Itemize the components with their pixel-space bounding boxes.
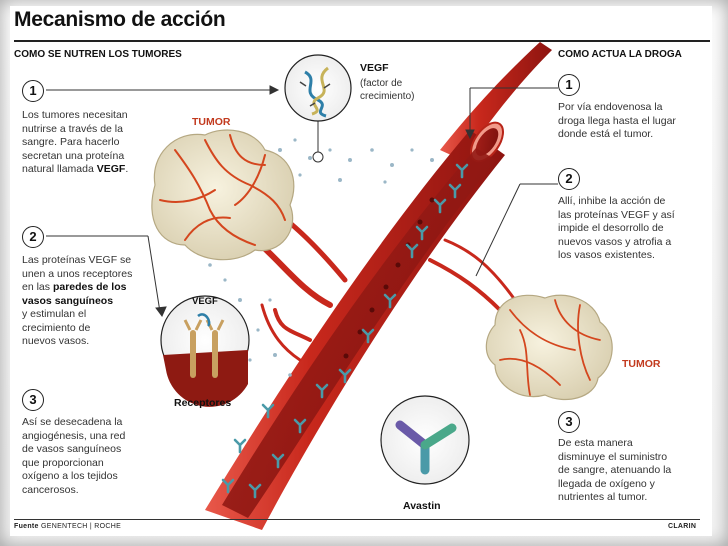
right-section-heading: COMO ACTUA LA DROGA: [558, 49, 682, 60]
right-step-2-number: 2: [558, 168, 580, 190]
left-step-1-text: Los tumores necesitan nutrirse a través …: [22, 109, 129, 175]
footer-source: Fuente GENENTECH | ROCHE: [14, 523, 122, 530]
left-step-1-number: 1: [22, 80, 44, 102]
tumor-left-label: TUMOR: [192, 116, 231, 128]
footer-rule: [14, 519, 700, 520]
right-step-3-number: 3: [558, 411, 580, 433]
receptores-label: Receptores: [174, 397, 232, 409]
avastin-label: Avastin: [403, 500, 441, 512]
footer-brand: CLARIN: [668, 523, 697, 530]
left-step-3-number: 3: [22, 389, 44, 411]
left-step-3-text: Así se desecadena la angiogénesis, una r…: [22, 416, 126, 496]
vegf-molecule-inset: [284, 54, 352, 122]
right-step-3-text: De esta manera disminuye el suministro d…: [558, 437, 672, 503]
tumor-left-shape: [151, 129, 295, 261]
leader-lines: [46, 85, 558, 317]
right-step-2-text: Allí, inhibe la acción de las proteínas …: [558, 195, 675, 261]
left-section-heading: COMO SE NUTREN LOS TUMORES: [14, 49, 182, 60]
tumor-right-shape: [485, 294, 613, 401]
receptors-inset: [160, 295, 250, 407]
left-step-2-number: 2: [22, 226, 44, 248]
vegf-inset-label: VEGF: [192, 296, 218, 307]
vegf-subtitle: (factor de crecimiento): [360, 78, 415, 102]
right-step-1-number: 1: [558, 74, 580, 96]
infographic-panel: [10, 6, 712, 536]
drug-molecules: [221, 163, 469, 499]
right-step-1-text: Por vía endovenosa la droga llega hasta …: [558, 101, 676, 140]
tumor-right-label: TUMOR: [622, 358, 661, 370]
vegf-title-label: VEGF: [360, 62, 389, 74]
page-title: Mecanismo de acción: [14, 8, 226, 31]
left-step-2-text: Las proteínas VEGF se unen a unos recept…: [22, 254, 133, 347]
avastin-inset: [380, 395, 470, 485]
title-rule: [14, 40, 710, 42]
